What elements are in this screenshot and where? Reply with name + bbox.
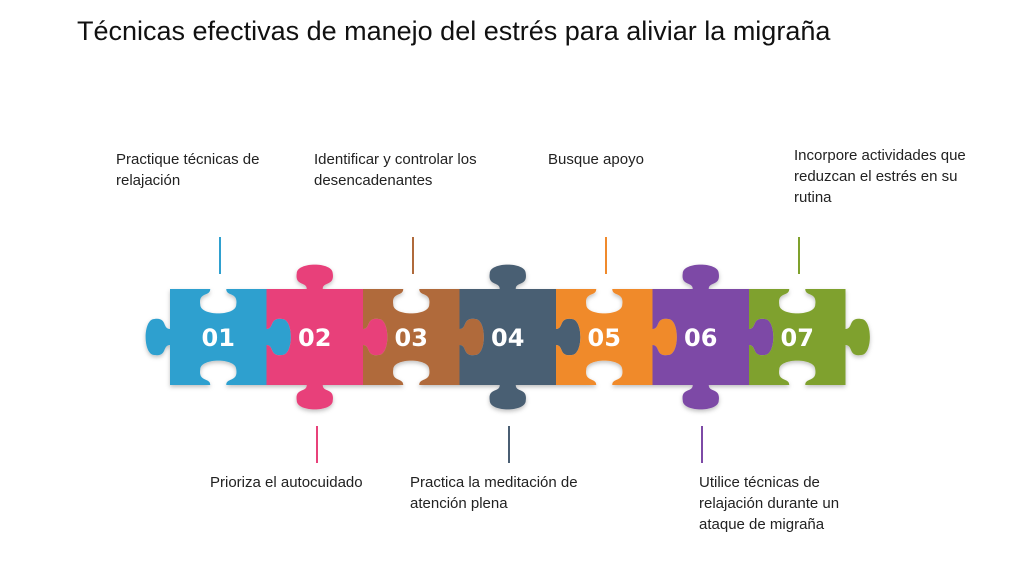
piece-number-06: 06 — [684, 324, 717, 352]
step-05-label: Busque apoyo — [548, 151, 644, 168]
puzzle-piece-05 — [556, 289, 677, 385]
step-02-label: Prioriza el autocuidado — [210, 474, 363, 491]
step-07-label: Incorpore actividades que reduzcan el es… — [794, 147, 966, 206]
piece-number-02: 02 — [298, 324, 331, 352]
piece-number-01: 01 — [202, 324, 235, 352]
puzzle-piece-06 — [652, 264, 774, 410]
step-03-label: Identificar y controlar los desencadenan… — [314, 151, 477, 189]
piece-number-05: 05 — [588, 324, 621, 352]
connector-03 — [412, 237, 414, 274]
puzzle-piece-07 — [749, 289, 870, 385]
step-06-label: Utilice técnicas de relajación durante u… — [699, 474, 840, 533]
piece-number-03: 03 — [395, 324, 428, 352]
connector-05 — [605, 237, 607, 274]
connector-07 — [798, 237, 800, 274]
connector-06 — [701, 426, 703, 463]
connector-04 — [508, 426, 510, 463]
page-title: Técnicas efectivas de manejo del estrés … — [77, 16, 831, 46]
step-04-label: Practica la meditación de atención plena — [410, 474, 578, 512]
puzzle-piece-01 — [145, 289, 291, 385]
puzzle-piece-03 — [363, 289, 484, 385]
piece-number-07: 07 — [781, 324, 814, 352]
puzzle-piece-02 — [266, 264, 388, 410]
puzzle-piece-04 — [459, 264, 581, 410]
connector-01 — [219, 237, 221, 274]
piece-number-04: 04 — [491, 324, 524, 352]
connector-02 — [316, 426, 318, 463]
step-01-label: Practique técnicas de relajación — [116, 151, 260, 189]
